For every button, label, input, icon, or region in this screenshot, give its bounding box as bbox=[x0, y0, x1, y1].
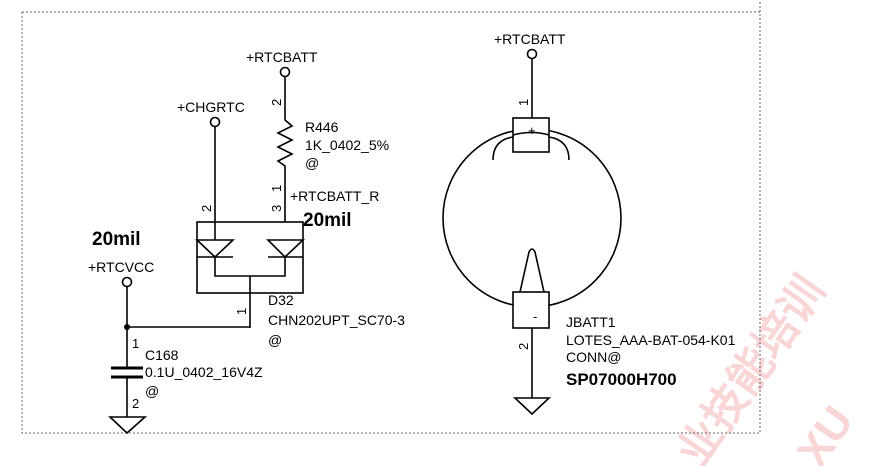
net-label-rtcvcc: +RTCVCC bbox=[88, 259, 154, 275]
pin-number: 1 bbox=[269, 185, 284, 192]
battery-minus-symbol: - bbox=[533, 309, 537, 324]
coin-battery-holder bbox=[442, 117, 622, 329]
battery-option: CONN@ bbox=[566, 349, 621, 365]
capacitor-ref: C168 bbox=[145, 347, 179, 363]
trace-width-label: 20mil bbox=[303, 210, 352, 231]
capacitor-value: 0.1U_0402_16V4Z bbox=[145, 364, 263, 380]
pin-number: 1 bbox=[516, 99, 531, 106]
svg-text:XU: XU bbox=[788, 398, 863, 466]
pin-number: 3 bbox=[269, 205, 284, 212]
net-port-battery bbox=[526, 48, 538, 60]
battery-pn: SP07000H700 bbox=[566, 370, 677, 389]
diode-d32 bbox=[194, 221, 306, 328]
resistor-r446 bbox=[276, 77, 294, 222]
resistor-value: 1K_0402_5% bbox=[305, 137, 389, 153]
capacitor-c168 bbox=[111, 366, 143, 379]
pin-number: 2 bbox=[132, 396, 139, 411]
junction-dot bbox=[124, 324, 130, 330]
ground-icon bbox=[107, 416, 148, 435]
resistor-ref: R446 bbox=[305, 119, 339, 135]
net-port-rtcvcc bbox=[121, 276, 133, 288]
pin-number: 2 bbox=[199, 205, 214, 212]
battery-part: LOTES_AAA-BAT-054-K01 bbox=[566, 332, 736, 348]
diode-option: @ bbox=[268, 332, 282, 348]
sheet-border bbox=[21, 0, 761, 434]
pin-number: 2 bbox=[516, 343, 531, 350]
diode-part: CHN202UPT_SC70-3 bbox=[268, 312, 405, 328]
net-label-rtcbatt: +RTCBATT bbox=[246, 49, 318, 65]
net-port-rtcbatt bbox=[279, 66, 291, 78]
net-port-chgrtc bbox=[209, 116, 221, 128]
net-label-rtcbatt-r: +RTCBATT_R bbox=[290, 188, 379, 204]
resistor-option: @ bbox=[305, 155, 319, 171]
battery-ref: JBATT1 bbox=[566, 314, 616, 330]
trace-width-label: 20mil bbox=[92, 229, 141, 250]
net-label-battery: +RTCBATT bbox=[494, 31, 566, 47]
watermark-latin: XU bbox=[788, 398, 863, 466]
diode-ref: D32 bbox=[268, 292, 294, 308]
ground-icon bbox=[512, 397, 552, 416]
pin-number: 2 bbox=[269, 99, 284, 106]
pin-number: 1 bbox=[132, 336, 139, 351]
capacitor-option: @ bbox=[145, 383, 159, 399]
battery-plus-symbol: + bbox=[528, 123, 536, 138]
net-label-chgrtc: +CHGRTC bbox=[177, 99, 245, 115]
pin-number: 1 bbox=[234, 308, 249, 315]
